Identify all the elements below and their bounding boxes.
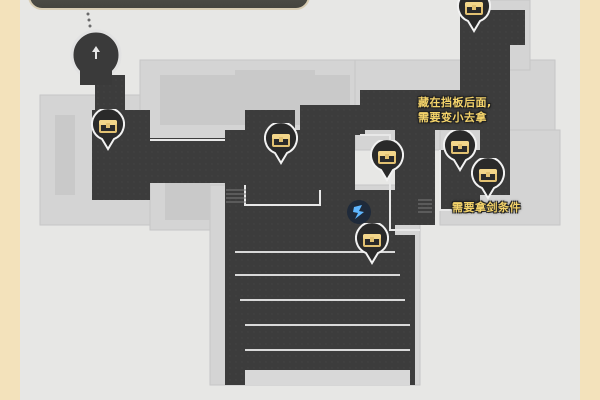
left-frame: [0, 0, 20, 400]
treasure-chest-icon[interactable]: [370, 140, 404, 182]
treasure-chest-icon[interactable]: [443, 130, 477, 172]
treasure-chest-icon[interactable]: [264, 123, 298, 165]
right-frame: [580, 0, 600, 400]
hall-steps: [245, 370, 410, 385]
stairs: [226, 189, 432, 213]
inner-walls: [150, 134, 470, 231]
space-anchor-icon[interactable]: [346, 199, 372, 225]
up-arrow-icon[interactable]: [85, 42, 107, 64]
map-header-bar: [28, 0, 310, 10]
treasure-chest-icon[interactable]: [471, 158, 505, 200]
hidden-chest-note: 藏在挡板后面,: [418, 96, 492, 109]
treasure-chest-icon[interactable]: [355, 223, 389, 265]
treasure-chest-icon[interactable]: [457, 0, 491, 33]
small-grass-note: 需要变小去拿: [418, 111, 487, 124]
puzzle-note: 需要拿剑条件: [452, 201, 521, 214]
treasure-chest-icon[interactable]: [91, 109, 125, 151]
